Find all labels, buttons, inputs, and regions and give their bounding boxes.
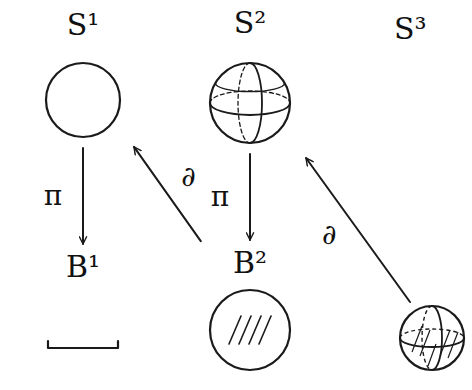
ball-hatching <box>412 326 458 366</box>
map-arrow <box>134 147 201 241</box>
disk-hatching <box>229 316 241 344</box>
map-symbol: ∂ <box>320 220 338 251</box>
space-label: B¹ <box>39 250 127 283</box>
space-label: S² <box>201 6 299 39</box>
space-label: B² <box>200 246 300 279</box>
sphere-equator-back <box>210 91 290 103</box>
map-symbol: ∂ <box>179 162 197 193</box>
sphere-latitude <box>215 83 284 92</box>
interval-segment <box>48 341 118 348</box>
boundary-arrow <box>306 158 410 302</box>
ball-outline <box>400 306 464 370</box>
shape-node: B¹ <box>39 250 127 362</box>
map-arrow <box>249 154 251 240</box>
ball-equator-back <box>400 329 464 338</box>
map-symbol: π <box>209 182 231 213</box>
sphere-meridian-back <box>238 63 250 143</box>
disk-hatching <box>239 316 251 344</box>
illustration <box>306 158 464 370</box>
ball-meridian <box>432 306 442 370</box>
space-label: S³ <box>392 12 429 45</box>
disk-hatching <box>249 316 261 344</box>
sphere-equator <box>210 103 290 115</box>
shape-node: S² <box>201 6 299 148</box>
sphere-meridian <box>250 63 262 143</box>
disk-outline <box>210 290 290 370</box>
map-symbol: π <box>42 181 64 212</box>
sphere-outline <box>210 63 290 143</box>
circle-outline <box>46 63 120 137</box>
shape-node: B² <box>200 246 300 375</box>
space-label: S¹ <box>34 8 132 41</box>
shape-node: S¹ <box>34 8 132 142</box>
map-arrow <box>82 148 84 244</box>
disk-hatching <box>259 316 271 344</box>
